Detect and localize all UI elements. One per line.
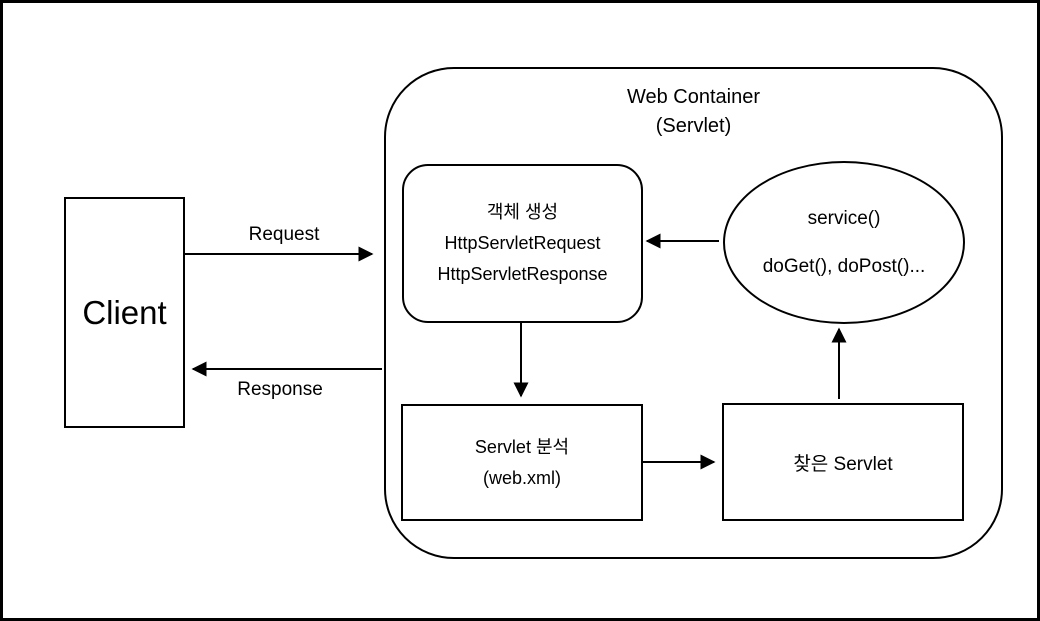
found-servlet-label: 찾은 Servlet: [793, 453, 893, 475]
servlet-analysis-line1: Servlet 분석: [474, 436, 570, 457]
response-edge-label: Response: [237, 379, 323, 400]
servlet-analysis-line2: (web.xml): [482, 467, 561, 488]
object-creation-line3: HttpServletResponse: [437, 264, 608, 284]
object-creation-line1: 객체 생성: [486, 202, 559, 222]
web-container-box: Web Container (Servlet) 객체 생성 HttpServle…: [384, 67, 1003, 559]
web-container-title: Web Container (Servlet): [386, 83, 1001, 141]
service-ellipse-line2: doGet(), doPost()...: [762, 255, 926, 277]
found-servlet-box: 찾은 Servlet: [722, 403, 964, 521]
service-ellipse: service() doGet(), doPost()...: [723, 161, 965, 324]
client-label: Client: [82, 293, 167, 331]
request-edge-label: Request: [248, 224, 320, 245]
client-box: Client: [64, 197, 185, 428]
object-creation-line2: HttpServletRequest: [444, 233, 601, 253]
web-container-title-line1: Web Container: [626, 86, 761, 108]
servlet-analysis-box: Servlet 분석 (web.xml): [401, 404, 643, 521]
service-ellipse-line1: service(): [807, 207, 881, 229]
object-creation-box: 객체 생성 HttpServletRequest HttpServletResp…: [402, 164, 643, 323]
web-container-title-line2: (Servlet): [655, 115, 732, 137]
